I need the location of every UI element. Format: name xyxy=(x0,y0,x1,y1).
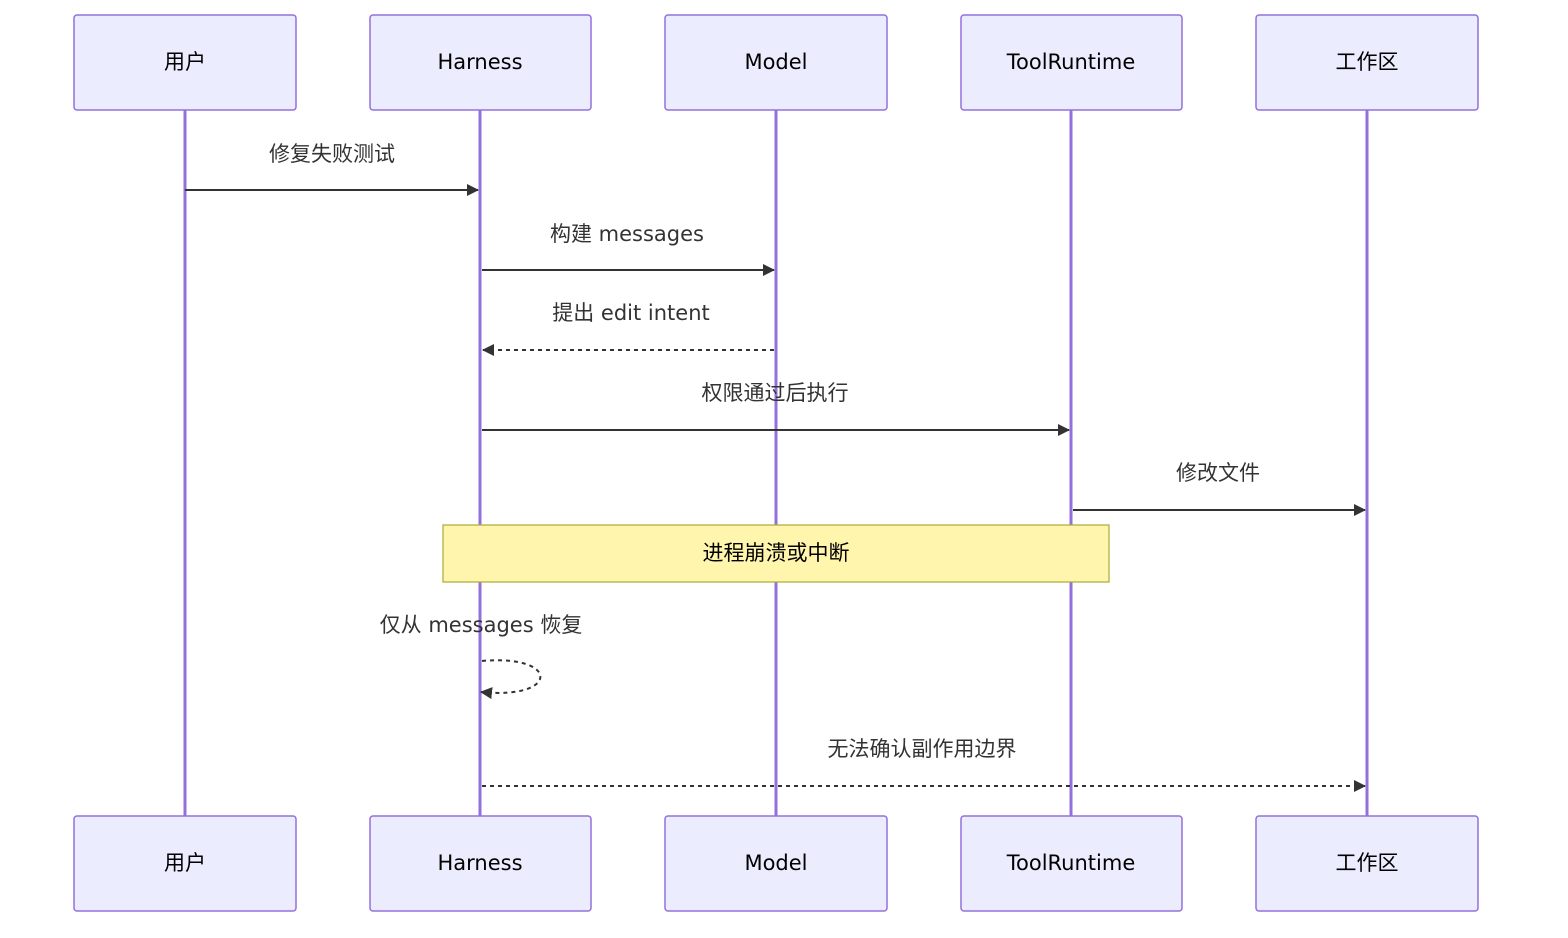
actor-toolruntime-bottom: ToolRuntime xyxy=(960,815,1183,912)
message-2-label: 构建 messages xyxy=(550,222,704,246)
actor-model-bottom: Model xyxy=(664,815,888,912)
actor-harness-bottom: Harness xyxy=(369,815,592,912)
actor-model-bottom-label: Model xyxy=(744,851,807,875)
actor-user-bottom-label: 用户 xyxy=(164,851,206,875)
self-message-arrow xyxy=(480,659,542,700)
actor-user-top: 用户 xyxy=(73,14,297,111)
message-5-label: 修改文件 xyxy=(1176,461,1260,485)
actor-toolruntime-top-label: ToolRuntime xyxy=(1006,50,1136,74)
actor-workspace-top-label: 工作区 xyxy=(1336,50,1399,74)
message-4-label: 权限通过后执行 xyxy=(702,381,849,405)
actor-toolruntime-top: ToolRuntime xyxy=(960,14,1183,111)
actor-harness-top-label: Harness xyxy=(437,50,522,74)
actor-workspace-top: 工作区 xyxy=(1255,14,1479,111)
final-message-label: 无法确认副作用边界 xyxy=(828,737,1017,761)
actor-workspace-bottom-label: 工作区 xyxy=(1336,851,1399,875)
note-crash-label: 进程崩溃或中断 xyxy=(703,541,850,565)
note-crash: 进程崩溃或中断 xyxy=(442,524,1110,583)
message-1-label: 修复失败测试 xyxy=(269,142,395,166)
actor-model-top: Model xyxy=(664,14,888,111)
message-3-label: 提出 edit intent xyxy=(552,301,710,325)
actor-toolruntime-bottom-label: ToolRuntime xyxy=(1006,851,1136,875)
actor-model-top-label: Model xyxy=(744,50,807,74)
actor-user-top-label: 用户 xyxy=(164,50,206,74)
self-message-label: 仅从 messages 恢复 xyxy=(380,613,583,637)
actor-user-bottom: 用户 xyxy=(73,815,297,912)
actor-harness-top: Harness xyxy=(369,14,592,111)
actor-harness-bottom-label: Harness xyxy=(437,851,522,875)
actor-workspace-bottom: 工作区 xyxy=(1255,815,1479,912)
